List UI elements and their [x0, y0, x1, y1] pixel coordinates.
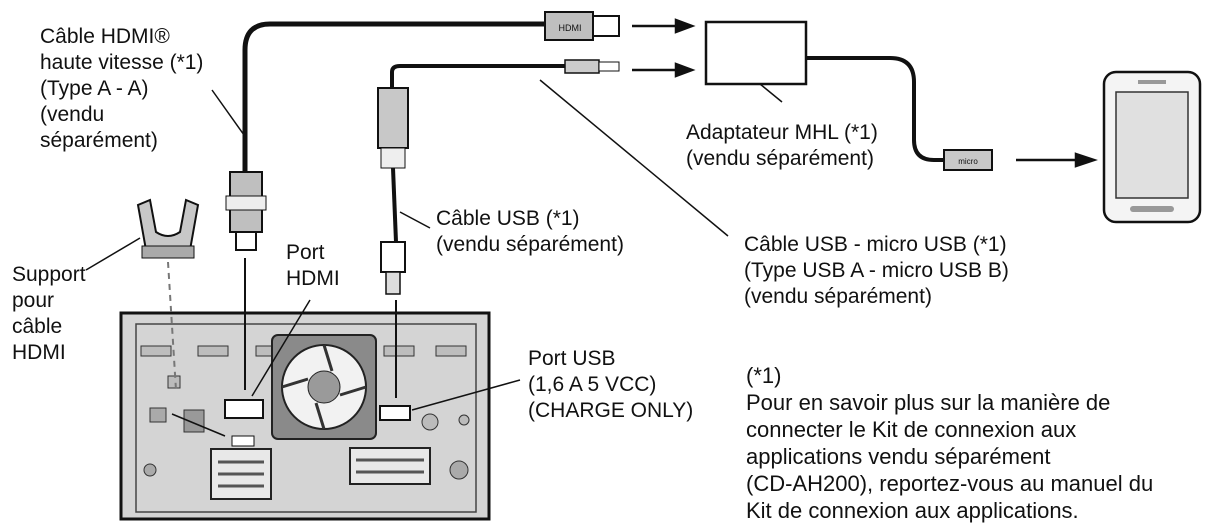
hdmi-cable: HDMI: [171, 11, 620, 437]
hdmi-cable-support-icon: [136, 198, 200, 391]
hdmi-cable-label: Câble HDMI® haute vitesse (*1) (Type A -…: [40, 25, 204, 152]
footnote-line: Pour en savoir plus sur la manière de: [746, 390, 1111, 415]
footnote: (*1) Pour en savoir plus sur la manière …: [746, 362, 1153, 524]
footnote-line: applications vendu séparément: [746, 444, 1051, 469]
hdmi-support-label: Support pour câble HDMI: [12, 263, 86, 364]
mhl-plug-text: micro: [958, 157, 978, 166]
usb-micro-cable-label: Câble USB - micro USB (*1) (Type USB A -…: [744, 233, 1009, 308]
mhl-adapter: micro: [704, 20, 993, 171]
footnote-marker: (*1): [746, 363, 782, 388]
usb-port[interactable]: [379, 405, 411, 421]
footnote-line: connecter le Kit de connexion aux: [746, 417, 1077, 442]
hdmi-port[interactable]: [224, 399, 264, 419]
usb-port-label: Port USB (1,6 A 5 VCC) (CHARGE ONLY): [528, 347, 694, 422]
arrows: [632, 18, 1098, 168]
hdmi-plug-text: HDMI: [559, 23, 582, 33]
fan-icon: [271, 334, 377, 440]
mhl-adapter-label: Adaptateur MHL (*1) (vendu séparément): [686, 121, 878, 170]
hdmi-port-label: Port HDMI: [286, 241, 340, 290]
footnote-line: (CD-AH200), reportez-vous au manuel du: [746, 471, 1154, 496]
head-unit: [119, 311, 491, 521]
usb-cable-label: Câble USB (*1) (vendu séparément): [436, 207, 624, 256]
footnote-line: Kit de connexion aux applications.: [746, 498, 1079, 523]
smartphone-icon: [1102, 70, 1202, 224]
usb-cable: [377, 59, 620, 398]
leader-lines: [85, 79, 783, 411]
